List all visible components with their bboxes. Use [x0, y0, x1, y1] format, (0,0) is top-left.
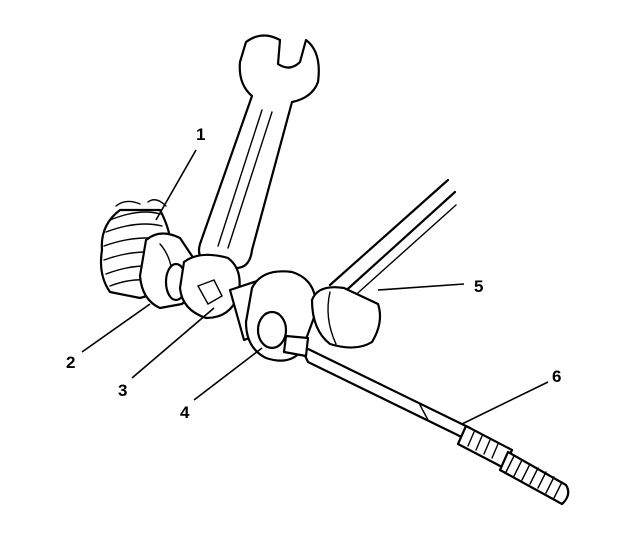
- callout-4: 4: [180, 403, 190, 422]
- leader-3: [131, 307, 215, 379]
- callout-2: 2: [66, 353, 75, 372]
- callout-3: 3: [118, 381, 127, 400]
- leader-lines: [81, 149, 549, 425]
- leader-1: [155, 149, 197, 221]
- adjuster-fitting: [228, 270, 318, 362]
- leader-6: [461, 381, 549, 425]
- callout-5: 5: [474, 277, 483, 296]
- leader-4: [193, 347, 263, 401]
- leader-2: [81, 303, 151, 353]
- open-end-wrench: [178, 34, 320, 320]
- threaded-rod: [298, 343, 570, 506]
- leader-5: [377, 283, 465, 291]
- handle-knob: [310, 286, 382, 349]
- handle-bar: [328, 178, 457, 301]
- callout-labels: 1 2 3 4 5 6: [66, 125, 561, 422]
- callout-6: 6: [552, 367, 561, 386]
- callout-1: 1: [196, 125, 205, 144]
